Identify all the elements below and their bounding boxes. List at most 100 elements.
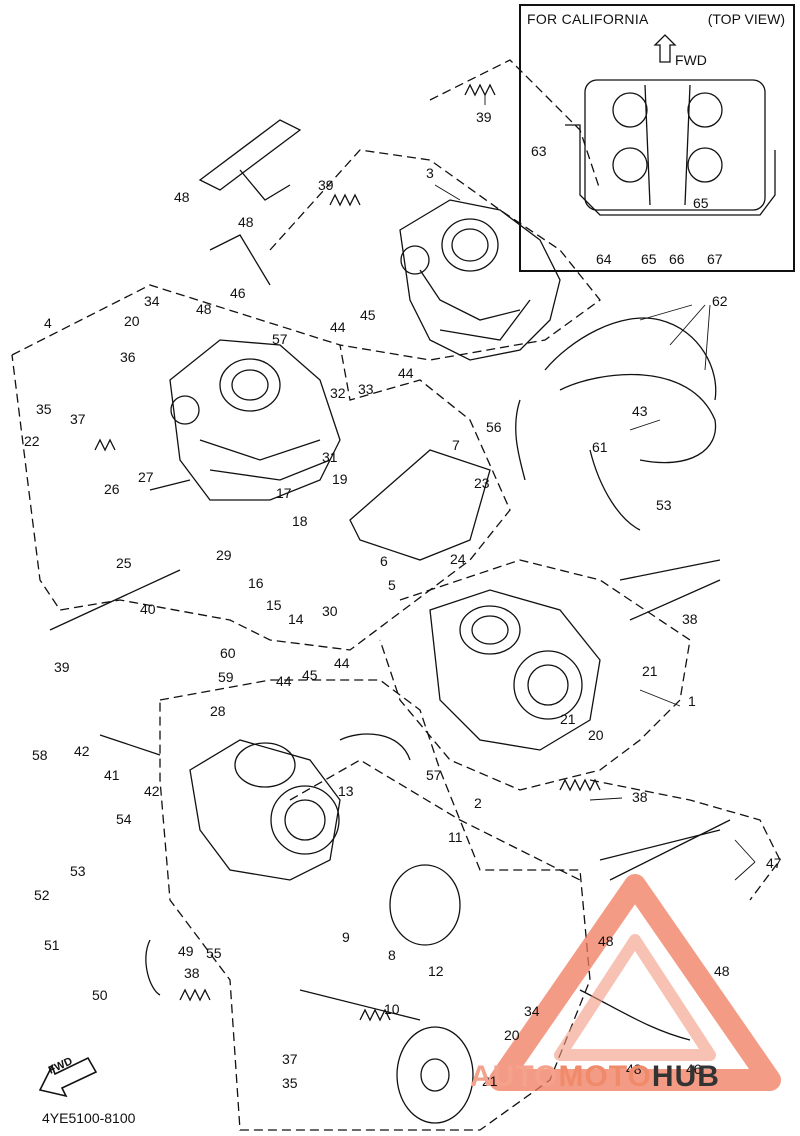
callout-48: 48 [196, 301, 212, 317]
callout-1: 1 [688, 693, 696, 709]
leader-lines [434, 95, 756, 881]
rods [49, 479, 731, 881]
watermark-logo: AUTOMOTOHUB [470, 1060, 720, 1094]
callout-22: 22 [24, 433, 40, 449]
callout-55: 55 [206, 945, 222, 961]
inset-callout-65: 65 [693, 195, 709, 211]
callout-44: 44 [276, 673, 292, 689]
callout-29: 29 [216, 547, 232, 563]
callout-28: 28 [210, 703, 226, 719]
callout-60: 60 [220, 645, 236, 661]
watermark-triangle [489, 874, 781, 1091]
callout-49: 49 [178, 943, 194, 959]
callout-48: 48 [626, 1061, 642, 1077]
callout-23: 23 [474, 475, 490, 491]
callout-12: 12 [428, 963, 444, 979]
callout-35: 35 [36, 401, 52, 417]
callout-50: 50 [92, 987, 108, 1003]
callout-38: 38 [632, 789, 648, 805]
callout-56: 56 [486, 419, 502, 435]
callout-44: 44 [330, 319, 346, 335]
callout-51: 51 [44, 937, 60, 953]
callout-25: 25 [116, 555, 132, 571]
vent-cover-sketch [349, 449, 491, 561]
callout-16: 16 [248, 575, 264, 591]
callout-37: 37 [70, 411, 86, 427]
callout-19: 19 [332, 471, 348, 487]
callout-10: 10 [384, 1001, 400, 1017]
callout-13: 13 [338, 783, 354, 799]
inset-callout-64: 64 [596, 251, 612, 267]
callout-38: 38 [184, 965, 200, 981]
callout-20: 20 [504, 1027, 520, 1043]
callout-3: 3 [426, 165, 434, 181]
callout-61: 61 [592, 439, 608, 455]
callout-32: 32 [330, 385, 346, 401]
inset-callout-63: 63 [531, 143, 547, 159]
callout-47: 47 [766, 855, 782, 871]
callout-9: 9 [342, 929, 350, 945]
callout-39: 39 [54, 659, 70, 675]
callout-36: 36 [120, 349, 136, 365]
callout-62: 62 [712, 293, 728, 309]
callout-5: 5 [388, 577, 396, 593]
callout-48: 48 [238, 214, 254, 230]
throttle-bracket-sketch [198, 119, 302, 286]
inset-view-label: (TOP VIEW) [707, 11, 785, 27]
inset-top-view-sketch [565, 34, 776, 216]
callout-39: 39 [318, 177, 334, 193]
carburetor-4-sketch [169, 339, 341, 501]
callout-11: 11 [448, 829, 463, 845]
callout-41: 41 [104, 767, 120, 783]
callout-14: 14 [288, 611, 304, 627]
callout-44: 44 [398, 365, 414, 381]
callout-48: 48 [714, 963, 730, 979]
diagram-code: 4YE5100-8100 [42, 1110, 136, 1126]
callout-24: 24 [450, 551, 466, 567]
inset-callout-67: 67 [707, 251, 723, 267]
callout-44: 44 [334, 655, 350, 671]
callout-6: 6 [380, 553, 388, 569]
callout-52: 52 [34, 887, 50, 903]
carburetor-3-sketch [399, 199, 561, 361]
callout-45: 45 [302, 667, 318, 683]
callout-57: 57 [272, 331, 288, 347]
callout-34: 34 [144, 293, 160, 309]
callout-37: 37 [282, 1051, 298, 1067]
callout-30: 30 [322, 603, 338, 619]
fwd-arrow-icon [38, 1056, 98, 1098]
watermark-part-auto: AUTO [470, 1060, 559, 1093]
callout-42: 42 [74, 743, 90, 759]
callout-17: 17 [276, 485, 292, 501]
callout-2: 2 [474, 795, 482, 811]
callout-40: 40 [140, 601, 156, 617]
callout-48: 48 [598, 933, 614, 949]
callout-20: 20 [588, 727, 604, 743]
callout-26: 26 [104, 481, 120, 497]
callout-39: 39 [476, 109, 492, 125]
inset-fwd-label: FWD [675, 52, 707, 68]
callout-54: 54 [116, 811, 132, 827]
callout-21: 21 [642, 663, 658, 679]
top-cover-sketch [389, 864, 474, 1124]
callout-46: 46 [230, 285, 246, 301]
callout-38: 38 [682, 611, 698, 627]
carburetor-2-sketch [189, 739, 341, 881]
callout-8: 8 [388, 947, 396, 963]
callout-53: 53 [656, 497, 672, 513]
watermark-part-moto: MOTO [558, 1060, 652, 1093]
carburetor-1-sketch [429, 589, 601, 751]
callout-46: 46 [686, 1061, 702, 1077]
callout-57: 57 [426, 767, 442, 783]
watermark-part-hub: HUB [651, 1060, 720, 1093]
callout-27: 27 [138, 469, 154, 485]
california-inset-panel: FOR CALIFORNIA (TOP VIEW) FWD 63 65 64 6… [519, 4, 795, 272]
callout-4: 4 [44, 315, 52, 331]
callout-20: 20 [124, 313, 140, 329]
callout-34: 34 [524, 1003, 540, 1019]
inset-callout-65: 65 [641, 251, 657, 267]
callout-33: 33 [358, 381, 374, 397]
inset-callout-66: 66 [669, 251, 685, 267]
